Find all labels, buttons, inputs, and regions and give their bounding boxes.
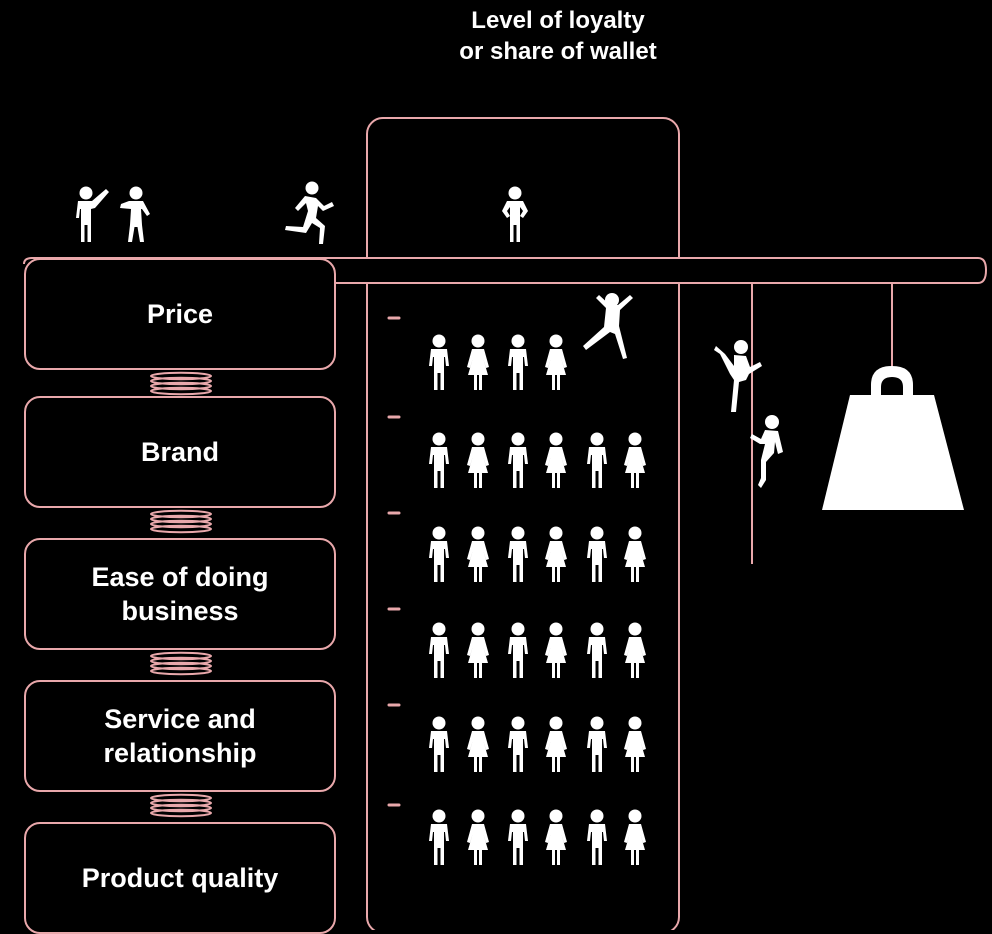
woman-icon	[624, 716, 646, 772]
crowd	[429, 334, 646, 865]
factor-label-product-quality: Product quality	[81, 863, 279, 893]
woman-icon	[467, 809, 489, 865]
person-icon	[508, 716, 528, 772]
person-icon	[429, 809, 449, 865]
woman-icon	[624, 432, 646, 488]
woman-icon	[467, 716, 489, 772]
woman-icon	[624, 622, 646, 678]
pointing-person-icon	[76, 186, 109, 242]
spring-icon	[150, 371, 212, 396]
person-icon	[429, 334, 449, 390]
title-line-2: or share of wallet	[459, 38, 657, 65]
person-icon	[587, 716, 607, 772]
person-icon	[429, 526, 449, 582]
loyalty-column	[366, 117, 680, 930]
spring-icon	[150, 651, 212, 676]
spring-icon	[150, 509, 212, 534]
talking-person-icon	[120, 186, 150, 242]
woman-icon	[467, 334, 489, 390]
person-icon	[508, 809, 528, 865]
person-icon	[587, 809, 607, 865]
factor-label-ease-of-doing-business: Ease of doing business	[91, 562, 269, 626]
woman-icon	[545, 622, 567, 678]
person-icon	[508, 622, 528, 678]
title-line-1: Level of loyalty	[471, 7, 645, 34]
factor-box-price: Price	[24, 258, 336, 370]
woman-icon	[545, 432, 567, 488]
woman-icon	[545, 526, 567, 582]
person-icon	[587, 432, 607, 488]
running-person-icon	[285, 181, 334, 244]
woman-icon	[467, 432, 489, 488]
factor-box-brand: Brand	[24, 396, 336, 508]
woman-icon	[467, 526, 489, 582]
standing-person-icon	[502, 186, 528, 242]
woman-icon	[467, 622, 489, 678]
person-icon	[587, 622, 607, 678]
person-icon	[587, 526, 607, 582]
climbing-person-icon	[750, 415, 783, 488]
woman-icon	[624, 526, 646, 582]
diagram-title: Level of loyalty or share of wallet	[0, 5, 992, 67]
woman-icon	[545, 809, 567, 865]
climbing-person-icon	[714, 340, 762, 412]
person-icon	[429, 716, 449, 772]
factor-box-product-quality: Product quality	[24, 822, 336, 934]
woman-icon	[624, 809, 646, 865]
beam-mask	[366, 259, 678, 282]
factor-box-ease-of-doing-business: Ease of doing business	[24, 538, 336, 650]
factor-label-service-and-relationship: Service and relationship	[103, 704, 257, 768]
person-icon	[508, 526, 528, 582]
woman-icon	[545, 334, 567, 390]
spring-icon	[150, 793, 212, 818]
person-icon	[429, 622, 449, 678]
person-icon	[508, 334, 528, 390]
factor-box-service-and-relationship: Service and relationship	[24, 680, 336, 792]
jumping-person-icon	[583, 293, 633, 359]
factor-label-brand: Brand	[140, 437, 219, 467]
factor-label-price: Price	[146, 299, 214, 329]
loyalty-ticks	[387, 316, 401, 807]
weight-icon	[822, 366, 964, 510]
woman-icon	[545, 716, 567, 772]
person-icon	[429, 432, 449, 488]
person-icon	[508, 432, 528, 488]
